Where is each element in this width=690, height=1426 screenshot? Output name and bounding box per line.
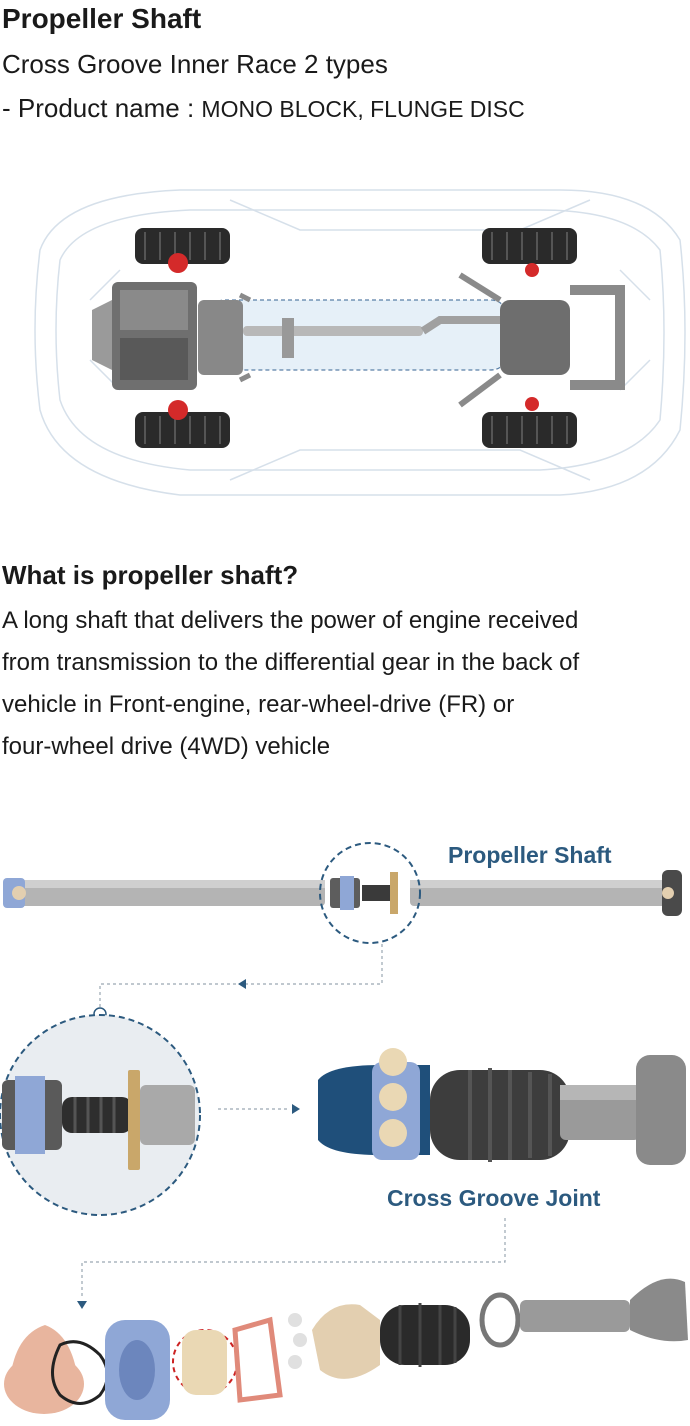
description-line: A long shaft that delivers the power of … (2, 607, 579, 634)
page-subtitle: Cross Groove Inner Race 2 types (2, 49, 388, 79)
car-body-outline (34, 189, 686, 496)
full-propeller-shaft (3, 870, 682, 916)
propeller-shaft-line (243, 316, 500, 358)
label-cross-groove-joint: Cross Groove Joint (387, 1185, 601, 1211)
page-title: Propeller Shaft (2, 3, 202, 34)
zoom-circle-small (319, 842, 421, 944)
product-name-values: MONO BLOCK, FLUNGE DISC (201, 96, 525, 122)
description-line: four-wheel drive (4WD) vehicle (2, 733, 331, 760)
description-line: from transmission to the differential ge… (2, 649, 580, 676)
rear-axle-assembly (238, 272, 625, 408)
red-joints (168, 253, 539, 420)
zoom-circle-large (0, 1014, 201, 1216)
section-description: A long shaft that delivers the power of … (2, 600, 688, 768)
arrow-right-icon (292, 1104, 300, 1114)
exploded-parts (4, 1278, 688, 1420)
section-heading: What is propeller shaft? (2, 560, 299, 590)
label-propeller-shaft: Propeller Shaft (448, 842, 612, 868)
arrow-down-icon (77, 1301, 87, 1309)
product-name-prefix: - Product name : (2, 93, 202, 123)
description-line: vehicle in Front-engine, rear-wheel-driv… (2, 691, 515, 718)
connector-dot (93, 1007, 107, 1021)
product-name-line: - Product name : MONO BLOCK, FLUNGE DISC (2, 90, 525, 127)
wheels (135, 228, 577, 448)
arrow-left-icon (238, 979, 246, 989)
cross-groove-joint-illustration (318, 1048, 686, 1165)
engine-block (92, 282, 243, 390)
connector-lines (81, 944, 506, 1298)
car-chassis-illustration (34, 189, 686, 496)
